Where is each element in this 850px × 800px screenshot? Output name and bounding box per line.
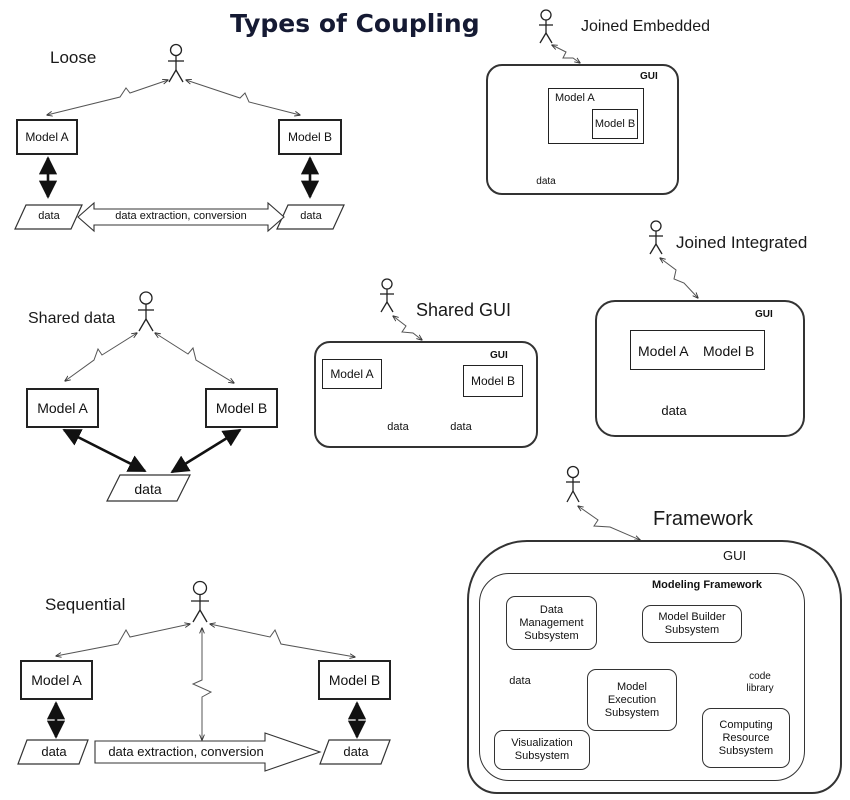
model-a-label: Model A (31, 672, 82, 688)
section-label-shared-data: Shared data (28, 310, 116, 327)
data-label-loose-a: data (38, 210, 60, 222)
model-b-box-shared-data: Model B (205, 388, 278, 428)
model-b-box-loose: Model B (278, 119, 342, 155)
data-label-seq-a: data (41, 744, 67, 759)
data-shape-loose-b (276, 204, 345, 230)
model-a-box-loose: Model A (16, 119, 78, 155)
model-b-box-embedded: Model B (592, 109, 638, 139)
data-shape-seq-b (319, 739, 391, 765)
model-b-label-integrated: Model B (703, 343, 755, 359)
data-shape-shared (106, 474, 191, 502)
user-figure-framework (566, 465, 580, 503)
computing-resource-subsystem: Computing Resource Subsystem (702, 708, 790, 768)
data-label-embedded: data (536, 176, 556, 187)
gui-label-framework: GUI (723, 548, 747, 563)
model-a-box-shared-gui: Model A (322, 359, 382, 389)
data-shape-seq-a (17, 739, 89, 765)
gui-label-embedded: GUI (640, 71, 658, 82)
interaction-arrow-shared-b (155, 333, 234, 383)
model-builder-subsystem: Model Builder Subsystem (642, 605, 742, 643)
visualization-subsystem: Visualization Subsystem (494, 730, 590, 770)
model-a-label: Model A (330, 367, 374, 381)
user-figure-sequential (191, 580, 209, 623)
interaction-arrow-seq-b (210, 624, 355, 657)
interaction-arrow-seq-data (191, 628, 213, 740)
page-title: Types of Coupling (230, 9, 480, 38)
data-extraction-label-loose: data extraction, conversion (115, 210, 247, 222)
interaction-arrow-framework (578, 506, 640, 540)
data-extraction-label-sequential: data extraction, conversion (108, 744, 264, 759)
gui-label-integrated: GUI (755, 309, 773, 320)
model-a-label-integrated: Model A (638, 343, 689, 359)
user-figure-loose (168, 43, 184, 83)
modeling-framework-label: Modeling Framework (652, 579, 763, 591)
model-a-box-shared-data: Model A (26, 388, 99, 428)
code-library-label: code library (746, 671, 774, 694)
data-label-shared: data (134, 481, 162, 497)
section-label-joined-embedded: Joined Embedded (581, 18, 710, 35)
user-figure-shared-gui (380, 278, 394, 313)
data-label-sharedgui-b: data (450, 421, 472, 433)
data-extraction-arrow-sequential (94, 732, 322, 772)
user-figure-shared-data (138, 291, 154, 332)
data-management-subsystem: Data Management Subsystem (506, 596, 597, 650)
model-a-label: Model A (555, 92, 595, 104)
interaction-arrow-shared-gui (393, 316, 422, 340)
interaction-arrow-loose-b (186, 80, 300, 115)
interaction-arrow-shared-a (65, 333, 137, 381)
data-label-integrated: data (661, 403, 687, 418)
link-shared-a-data (62, 428, 147, 473)
section-label-loose: Loose (50, 48, 97, 67)
user-figure-integrated (649, 220, 663, 255)
model-b-box-shared-gui: Model B (463, 365, 523, 397)
data-label-seq-b: data (343, 744, 369, 759)
interaction-arrow-seq-a (56, 624, 190, 656)
section-label-sequential: Sequential (45, 595, 126, 614)
interaction-arrow-integrated (660, 258, 698, 298)
data-label-sharedgui-a: data (387, 421, 409, 433)
model-execution-subsystem: Model Execution Subsystem (587, 669, 677, 731)
section-label-framework: Framework (653, 508, 754, 530)
integrated-models-box (630, 330, 765, 370)
data-label-loose-b: data (300, 210, 322, 222)
model-a-box-sequential: Model A (20, 660, 93, 700)
interaction-arrow-embedded (552, 45, 580, 63)
data-extraction-arrow-loose (77, 201, 285, 233)
data-label-framework: data (509, 675, 531, 687)
data-shape-loose-a (14, 204, 83, 230)
user-figure-embedded (539, 9, 553, 44)
section-label-joined-integrated: Joined Integrated (676, 233, 808, 252)
model-b-label: Model B (594, 118, 636, 130)
model-a-label: Model A (37, 400, 88, 416)
model-b-label: Model B (287, 130, 333, 144)
model-b-label: Model B (215, 400, 268, 416)
model-b-label: Model B (470, 374, 516, 388)
section-label-shared-gui: Shared GUI (416, 300, 512, 320)
interaction-arrow-loose-a (47, 80, 168, 115)
gui-label-shared: GUI (490, 350, 508, 361)
model-a-label: Model A (25, 130, 69, 144)
model-b-box-sequential: Model B (318, 660, 391, 700)
model-b-label: Model B (328, 672, 381, 688)
link-shared-b-data (170, 428, 242, 474)
